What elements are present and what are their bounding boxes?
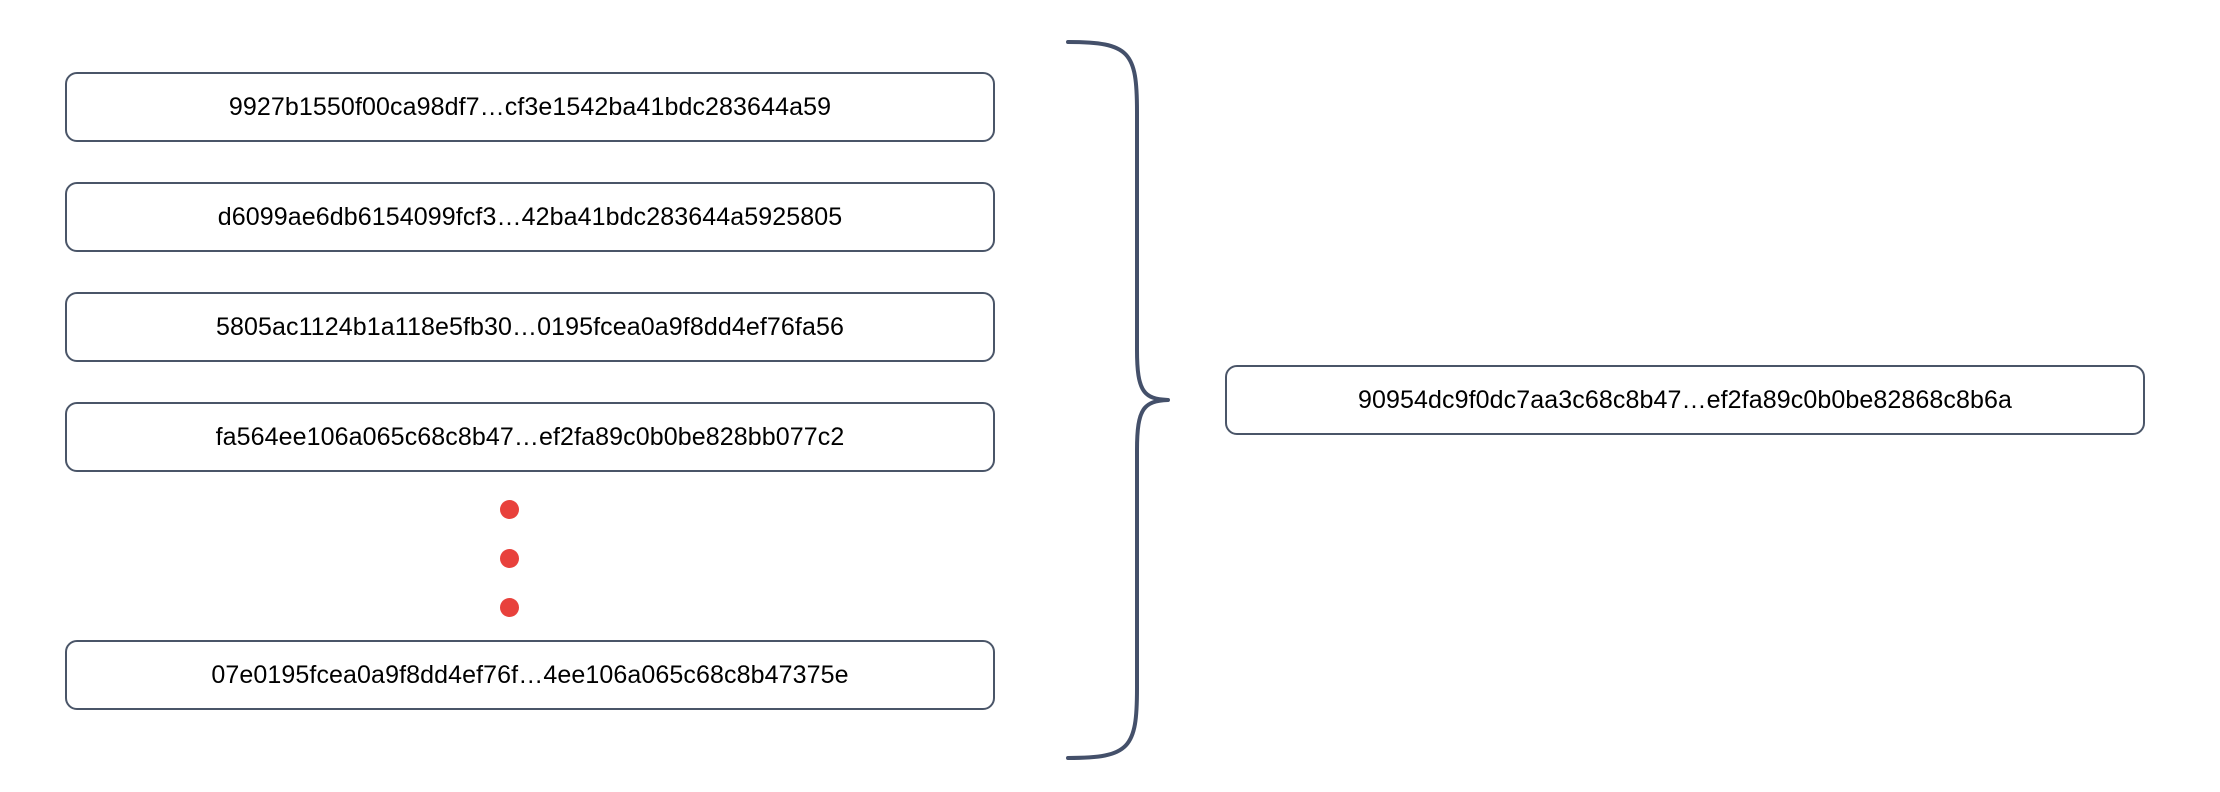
input-hash-box-2: d6099ae6db6154099fcf3…42ba41bdc283644a59… xyxy=(65,182,995,252)
input-hash-box-3: 5805ac1124b1a118e5fb30…0195fcea0a9f8dd4e… xyxy=(65,292,995,362)
output-hash-label: 90954dc9f0dc7aa3c68c8b47…ef2fa89c0b0be82… xyxy=(1358,385,2012,414)
input-hash-label-5: 07e0195fcea0a9f8dd4ef76f…4ee106a065c68c8… xyxy=(211,660,849,689)
input-hash-label-2: d6099ae6db6154099fcf3…42ba41bdc283644a59… xyxy=(217,202,843,231)
curly-brace-icon xyxy=(1066,40,1170,760)
ellipsis-dot-icon xyxy=(500,500,519,519)
input-hash-label-1: 9927b1550f00ca98df7…cf3e1542ba41bdc28364… xyxy=(228,92,832,121)
ellipsis-dot-icon xyxy=(500,549,519,568)
input-hash-box-1: 9927b1550f00ca98df7…cf3e1542ba41bdc28364… xyxy=(65,72,995,142)
ellipsis-dot-icon xyxy=(500,598,519,617)
input-hash-box-5: 07e0195fcea0a9f8dd4ef76f…4ee106a065c68c8… xyxy=(65,640,995,710)
input-hash-label-4: fa564ee106a065c68c8b47…ef2fa89c0b0be828b… xyxy=(215,422,845,451)
input-hash-label-3: 5805ac1124b1a118e5fb30…0195fcea0a9f8dd4e… xyxy=(216,312,844,341)
output-hash-box: 90954dc9f0dc7aa3c68c8b47…ef2fa89c0b0be82… xyxy=(1225,365,2145,435)
curly-brace-connector xyxy=(1040,20,1200,780)
input-hash-box-4: fa564ee106a065c68c8b47…ef2fa89c0b0be828b… xyxy=(65,402,995,472)
vertical-ellipsis-icon xyxy=(500,500,520,620)
